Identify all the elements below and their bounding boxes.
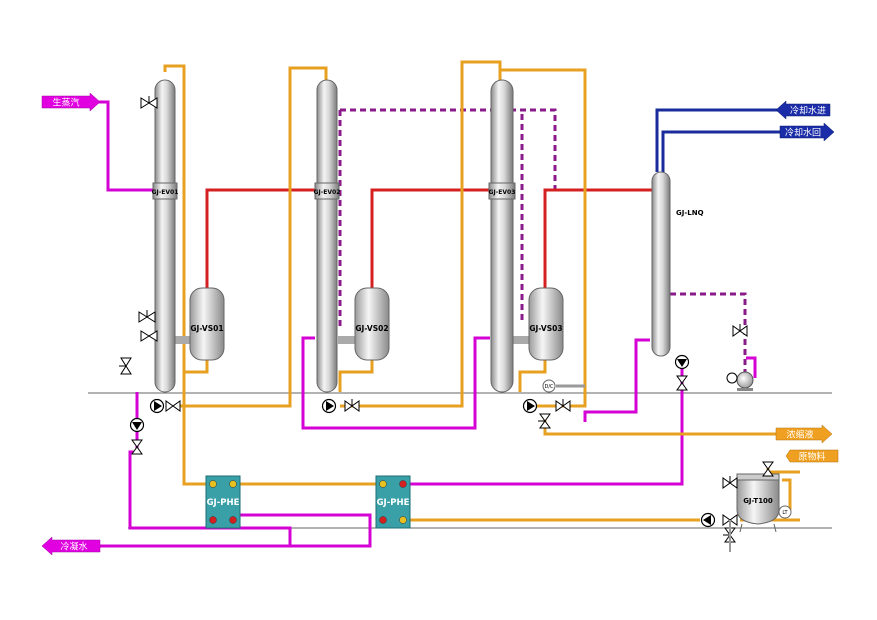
evaporator-ev02: GJ-EV02: [314, 79, 341, 393]
valve-icon[interactable]: [140, 96, 158, 109]
valve-icon[interactable]: [140, 330, 158, 342]
vs01-label: GJ-VS01: [190, 324, 223, 333]
valve-icon[interactable]: [138, 310, 156, 323]
evaporator-ev03: GJ-EV03: [488, 79, 516, 393]
valve-icons: [119, 96, 774, 543]
arrow-cooling-water-in: 冷却水进: [775, 100, 831, 120]
pump-icon[interactable]: [522, 398, 538, 414]
valve-icon[interactable]: [676, 375, 688, 391]
dc-label: D/C: [544, 384, 554, 390]
ground-lines: [88, 392, 832, 529]
condenser-lnq: GJ-LNQ: [651, 171, 704, 357]
pump-icon[interactable]: [149, 398, 165, 414]
feed-in-label: 原物料: [798, 451, 825, 463]
pump-icon[interactable]: [321, 398, 337, 414]
dc-instrument: D/C: [542, 379, 556, 393]
separator-vs03: GJ-VS03: [528, 287, 564, 361]
condensate-out-label: 冷凝水: [60, 541, 87, 553]
valve-icon[interactable]: [131, 439, 143, 455]
cooling-water-lines: [655, 108, 780, 172]
phe1-label: GJ-PHE: [207, 498, 240, 508]
vent-lines: [338, 108, 747, 372]
valve-icon[interactable]: [165, 400, 181, 412]
vs02-label: GJ-VS02: [355, 324, 388, 333]
ev02-label: GJ-EV02: [314, 189, 341, 196]
pump-icons: [129, 354, 754, 528]
arrow-cooling-water-return: 冷却水回: [779, 122, 835, 142]
pump-icon[interactable]: [674, 354, 690, 370]
valve-icon[interactable]: [722, 476, 738, 489]
vs03-label: GJ-VS03: [529, 324, 562, 333]
separator-vs01: GJ-VS01: [189, 287, 225, 361]
phe-2: GJ-PHE: [375, 475, 411, 529]
separator-vs02: GJ-VS02: [354, 287, 390, 361]
tank-t100: GJ-T100 LT: [736, 473, 792, 533]
vacuum-pump-icon[interactable]: [726, 371, 754, 391]
t100-label: GJ-T100: [743, 497, 773, 505]
ev03-label: GJ-EV03: [489, 189, 516, 196]
arrow-steam-in: 生蒸汽: [41, 92, 101, 112]
phe2-label: GJ-PHE: [377, 498, 410, 508]
steam-in-label: 生蒸汽: [52, 97, 79, 109]
lnq-label: GJ-LNQ: [676, 209, 704, 217]
concentrate-out-label: 浓缩液: [786, 429, 813, 441]
arrow-condensate-out: 冷凝水: [41, 536, 101, 556]
phe-1: GJ-PHE: [205, 475, 241, 529]
vapor-lines: [205, 188, 652, 288]
valve-icon[interactable]: [732, 324, 748, 337]
evaporator-ev01: GJ-EV01: [152, 79, 179, 393]
pump-icon[interactable]: [700, 512, 716, 528]
cooling-water-in-label: 冷却水进: [790, 105, 826, 117]
valve-icon[interactable]: [762, 461, 774, 477]
valve-icon[interactable]: [555, 399, 571, 412]
arrow-concentrate-out: 浓缩液: [775, 424, 833, 444]
arrow-feed-in: 原物料: [785, 449, 839, 463]
cooling-water-return-label: 冷却水回: [785, 127, 821, 139]
valve-icon[interactable]: [538, 413, 551, 429]
lt-label: LT: [782, 510, 788, 516]
valve-icon[interactable]: [344, 399, 360, 412]
ev01-label: GJ-EV01: [152, 189, 179, 196]
level-transmitter: [778, 505, 792, 519]
pump-icon[interactable]: [129, 417, 145, 433]
valve-icon[interactable]: [119, 357, 132, 375]
